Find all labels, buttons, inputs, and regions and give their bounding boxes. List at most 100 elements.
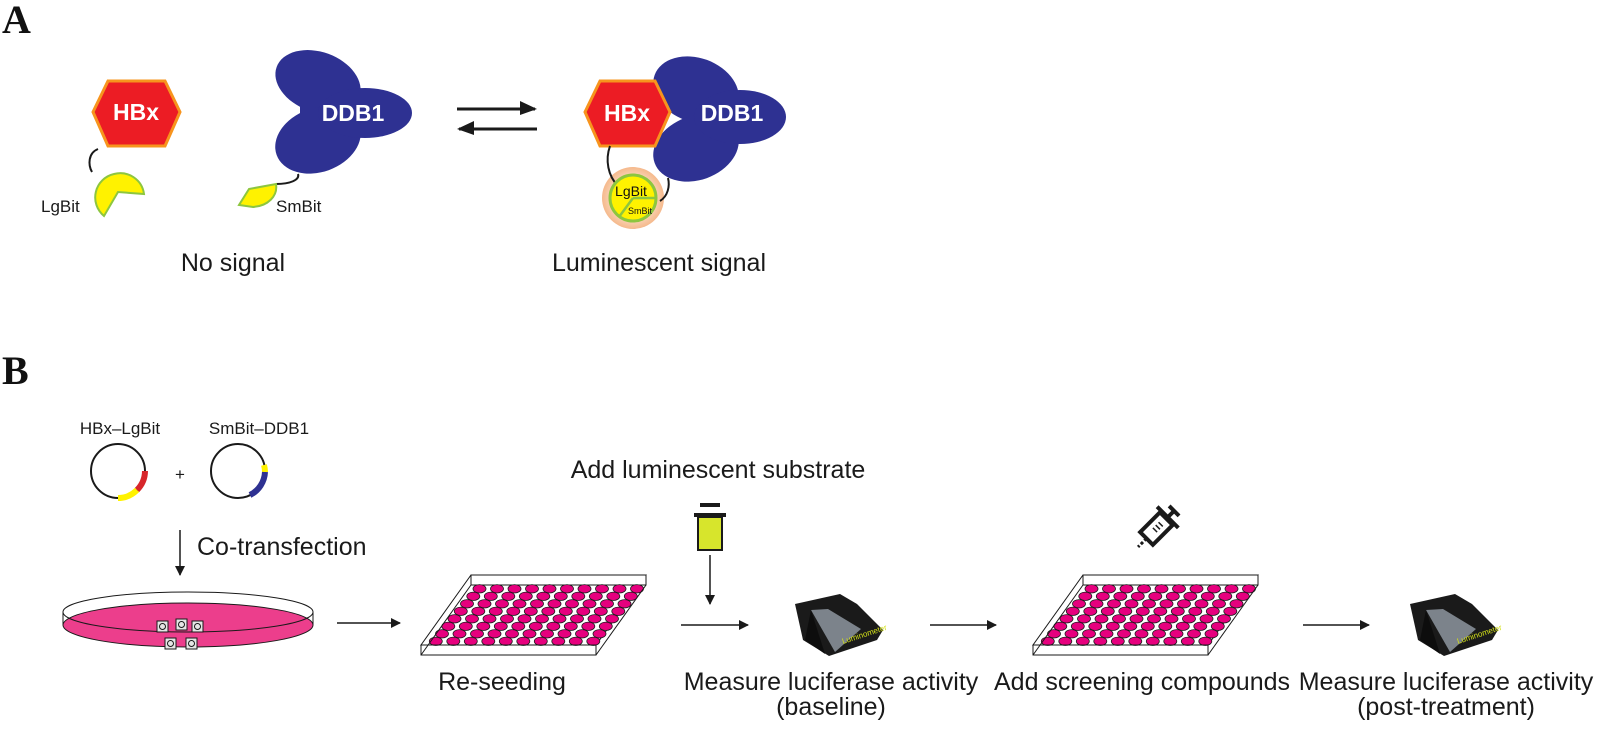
well <box>1187 629 1201 639</box>
well <box>458 621 473 631</box>
well <box>500 614 514 624</box>
well <box>1075 636 1090 646</box>
well <box>1205 606 1220 616</box>
step-caption-reseeding: Re-seeding <box>438 668 566 696</box>
well <box>1118 606 1133 616</box>
well <box>1229 599 1244 609</box>
well <box>1099 629 1114 639</box>
plasmid-smbit-ddb1-icon <box>210 443 268 499</box>
well <box>1107 599 1121 609</box>
well <box>517 614 532 624</box>
well <box>1110 636 1125 646</box>
panel-a-label: A <box>2 0 31 42</box>
well <box>1148 591 1163 601</box>
well <box>1102 584 1116 594</box>
well <box>1082 629 1096 639</box>
well <box>476 621 491 631</box>
well-plate-icon <box>1032 574 1259 656</box>
well <box>1212 599 1226 609</box>
well <box>533 636 548 646</box>
substrate-label: Add luminescent substrate <box>571 456 866 484</box>
smbit-label: SmBit <box>276 197 322 216</box>
well <box>546 621 561 631</box>
plate-edge <box>595 584 647 656</box>
well <box>1072 599 1086 609</box>
well <box>1164 614 1179 624</box>
well <box>1064 629 1079 639</box>
well <box>542 584 557 594</box>
well <box>466 591 481 601</box>
well <box>1137 584 1151 594</box>
plate-front-wall <box>1032 644 1209 656</box>
well <box>1207 584 1221 594</box>
well <box>536 591 551 601</box>
well <box>1170 606 1185 616</box>
well <box>495 599 509 609</box>
well <box>446 636 461 646</box>
well <box>1175 621 1190 631</box>
well <box>1183 591 1198 601</box>
well <box>1047 629 1061 639</box>
well <box>1142 599 1156 609</box>
plasmid-2-label: SmBit–DDB1 <box>209 419 309 438</box>
well <box>588 591 603 601</box>
well <box>1058 636 1073 646</box>
well <box>1152 629 1166 639</box>
well <box>1165 591 1180 601</box>
well <box>587 614 602 624</box>
well <box>1093 636 1108 646</box>
well <box>1105 621 1120 631</box>
lgbit-label: LgBit <box>41 197 80 216</box>
well <box>1145 636 1160 646</box>
well <box>1059 614 1074 624</box>
well <box>522 629 537 639</box>
well <box>617 599 632 609</box>
ddb1-smbit-unbound: DDB1 SmBit <box>237 50 412 216</box>
well <box>1194 599 1209 609</box>
well <box>1135 606 1150 616</box>
well <box>481 636 496 646</box>
step-caption-baseline-2: (baseline) <box>776 693 886 721</box>
well <box>606 591 621 601</box>
plate-edge <box>1207 584 1259 656</box>
ddb1-shape <box>653 56 786 182</box>
well <box>1224 584 1239 594</box>
well <box>452 629 467 639</box>
well <box>465 614 479 624</box>
well <box>1177 599 1191 609</box>
well <box>552 614 567 624</box>
well <box>1218 591 1233 601</box>
well <box>1083 606 1098 616</box>
well <box>560 584 574 594</box>
well <box>568 636 583 646</box>
well <box>605 614 619 624</box>
well <box>586 636 601 646</box>
hbx-label: HBx <box>604 100 650 126</box>
well <box>1134 629 1149 639</box>
well <box>1088 621 1103 631</box>
well <box>505 629 519 639</box>
well <box>553 591 568 601</box>
no-signal-caption: No signal <box>181 249 285 277</box>
well <box>1065 606 1080 616</box>
step-caption-screening: Add screening compounds <box>994 668 1290 696</box>
well <box>1210 621 1225 631</box>
well <box>1198 636 1213 646</box>
petri-dish-icon <box>62 591 314 650</box>
lgbit-label: LgBit <box>615 183 647 199</box>
well <box>1158 621 1173 631</box>
ddb1-label: DDB1 <box>701 100 764 126</box>
well <box>1128 636 1143 646</box>
well <box>1217 614 1231 624</box>
well <box>1089 599 1104 609</box>
panel-b-label: B <box>2 348 29 393</box>
hbx-lgbit-unbound: HBx LgBit <box>41 79 182 218</box>
well <box>488 606 503 616</box>
plate-front-wall <box>420 644 597 656</box>
well <box>447 614 462 624</box>
well <box>1188 606 1203 616</box>
well <box>576 606 591 616</box>
step-caption-post-2: (post-treatment) <box>1357 693 1535 721</box>
well <box>511 621 526 631</box>
